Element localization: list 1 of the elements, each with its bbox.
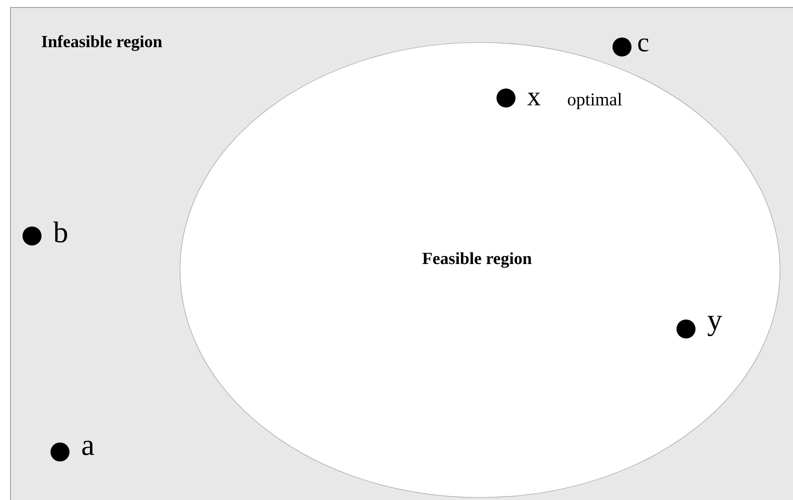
point-annotation: optimal — [568, 92, 622, 110]
